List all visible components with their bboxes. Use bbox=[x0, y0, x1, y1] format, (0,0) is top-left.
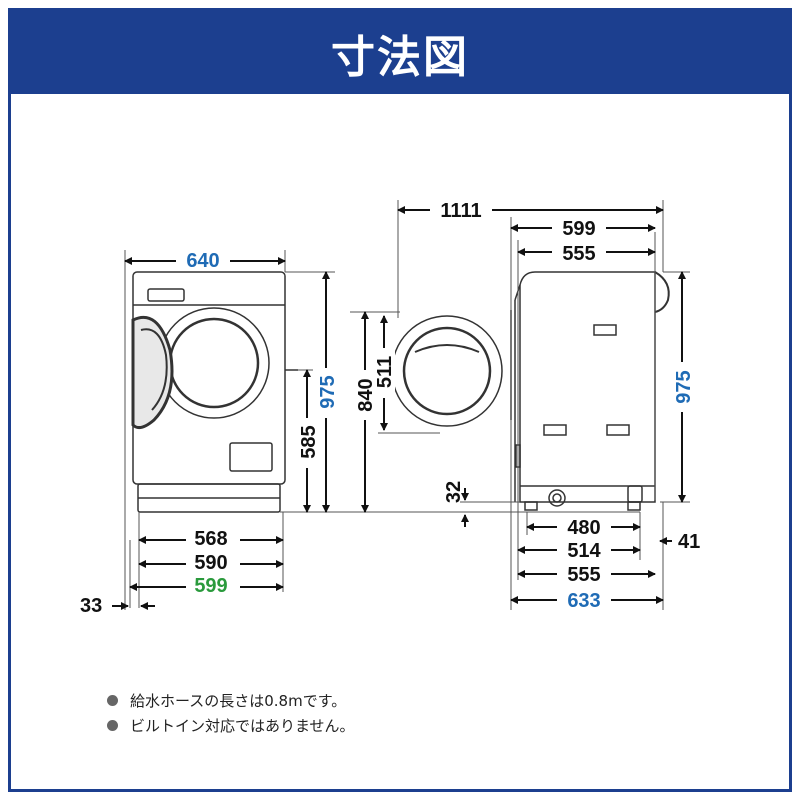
label-585: 585 bbox=[298, 425, 320, 458]
side-extension-lines bbox=[350, 200, 690, 610]
label-33: 33 bbox=[80, 595, 102, 617]
label-975-side: 975 bbox=[673, 370, 695, 403]
side-handle-top bbox=[593, 324, 617, 336]
note-item: ビルトイン対応ではありません。 bbox=[107, 713, 355, 738]
label-41: 41 bbox=[678, 531, 700, 553]
side-cabinet bbox=[519, 271, 656, 503]
label-511: 511 bbox=[374, 356, 396, 388]
label-555-top: 555 bbox=[562, 243, 595, 265]
side-door-inner bbox=[402, 326, 492, 416]
detergent-drawer bbox=[147, 288, 185, 302]
label-568: 568 bbox=[194, 528, 227, 550]
note-text: ビルトイン対応ではありません。 bbox=[130, 717, 355, 735]
note-item: 給水ホースの長さは0.8mです。 bbox=[107, 688, 355, 713]
page-title: 寸法図 bbox=[331, 31, 469, 83]
side-view bbox=[391, 271, 670, 511]
label-633: 633 bbox=[567, 590, 600, 612]
label-1111: 1111 bbox=[440, 200, 481, 222]
label-590: 590 bbox=[194, 552, 227, 574]
bullet-icon bbox=[107, 720, 118, 731]
label-640: 640 bbox=[186, 250, 219, 272]
drain-port bbox=[548, 489, 566, 507]
note-text: 給水ホースの長さは0.8mです。 bbox=[130, 692, 347, 710]
label-480: 480 bbox=[567, 517, 600, 539]
bullet-icon bbox=[107, 695, 118, 706]
side-dimension-arrows bbox=[361, 206, 686, 604]
front-door-outer bbox=[158, 307, 270, 419]
label-32: 32 bbox=[443, 481, 465, 503]
header-bar: 寸法図 bbox=[11, 11, 789, 94]
label-555-bottom: 555 bbox=[567, 564, 600, 586]
label-599-top: 599 bbox=[562, 218, 595, 240]
label-840: 840 bbox=[355, 378, 377, 411]
label-599: 599 bbox=[194, 575, 227, 597]
label-975-front: 975 bbox=[317, 375, 339, 408]
front-view bbox=[131, 271, 298, 513]
label-514: 514 bbox=[567, 540, 601, 562]
side-handle-left bbox=[543, 424, 567, 436]
front-door-inner bbox=[168, 317, 260, 409]
notes-list: 給水ホースの長さは0.8mです。 ビルトイン対応ではありません。 bbox=[107, 688, 355, 738]
filter-cover bbox=[229, 442, 273, 472]
side-handle-right bbox=[606, 424, 630, 436]
side-door-outer bbox=[391, 315, 503, 427]
